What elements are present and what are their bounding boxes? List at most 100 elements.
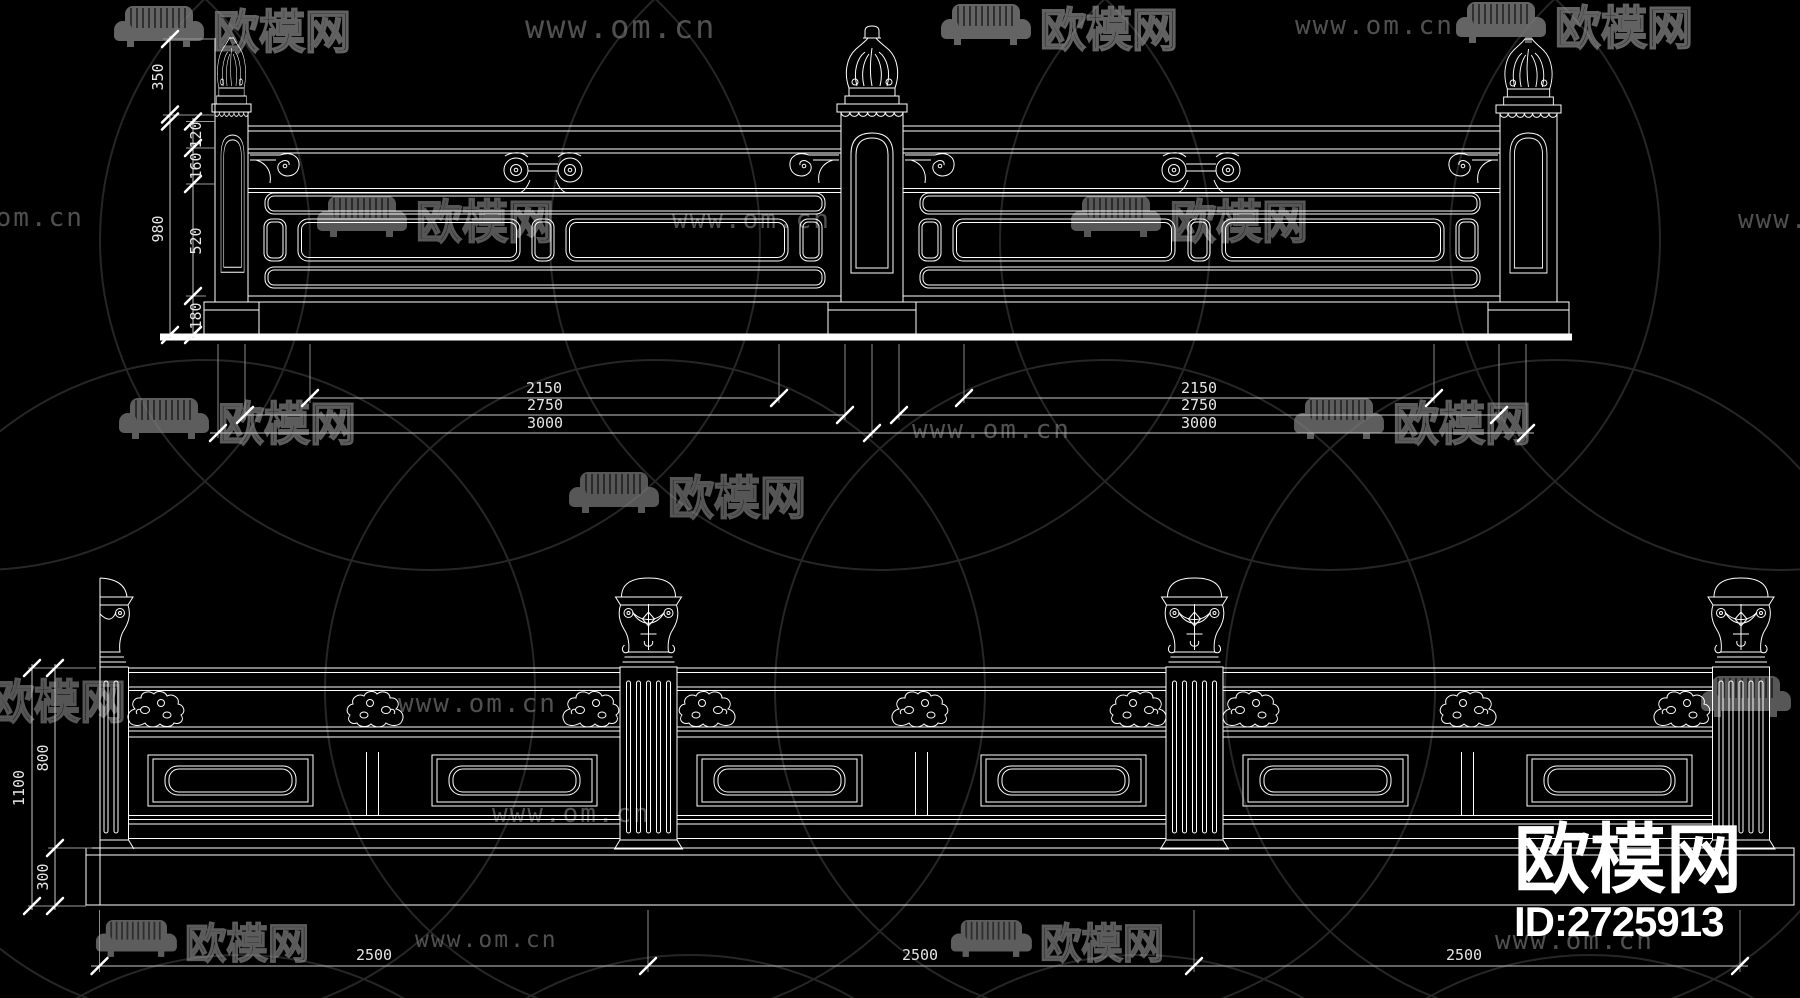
dim-bayB-2750: 2750	[1181, 396, 1217, 414]
openwork-cluster	[1439, 691, 1497, 728]
svg-text:欧模网: 欧模网	[1040, 921, 1164, 967]
brand-watermark: 欧模网	[950, 919, 1165, 968]
url-watermark: www.om.cn	[912, 415, 1071, 445]
url-watermark: www.om.cn	[672, 205, 831, 235]
rail-slat	[264, 266, 826, 289]
scroll-bracket	[249, 153, 300, 184]
dim-bay2-2500: 2500	[902, 946, 938, 964]
dim-120: 120	[187, 121, 205, 148]
bay-rails	[128, 667, 1712, 839]
dim-bay3-2500: 2500	[1446, 946, 1482, 964]
url-watermark: www.om.cn	[398, 689, 557, 719]
panel-dividers	[366, 752, 1474, 815]
dim-180: 180	[187, 302, 205, 329]
ground-line	[160, 333, 1572, 341]
platform-base	[85, 847, 1795, 906]
small-panel	[1455, 218, 1479, 262]
brand-watermark: 欧模网	[118, 397, 357, 451]
dim-bayA-2750: 2750	[527, 396, 563, 414]
dim-160: 160	[187, 152, 205, 179]
carved-panel	[980, 754, 1147, 807]
carved-panel	[1526, 754, 1693, 807]
dim-520: 520	[187, 227, 205, 254]
arched-panel	[850, 132, 894, 274]
carved-panel	[1242, 754, 1409, 807]
svg-text:欧模网: 欧模网	[668, 472, 806, 524]
small-panel	[918, 218, 942, 262]
svg-text:欧模网: 欧模网	[1393, 398, 1531, 450]
carved-panel	[696, 754, 863, 807]
top-view-dimensions: 350 980 120 160 520 180 2150 2750 3000 2…	[149, 29, 1536, 443]
dim-bayA-3000: 3000	[527, 414, 563, 432]
dim-980: 980	[149, 215, 167, 242]
url-watermark: www.om.cn	[1738, 205, 1800, 235]
brand-watermark-text: 欧模网	[213, 6, 351, 58]
dim-1100: 1100	[10, 770, 28, 806]
dim-bay1-2500: 2500	[356, 946, 392, 964]
openwork-cluster	[127, 691, 185, 728]
brand-watermark: 欧模网	[1455, 1, 1694, 55]
bottom-elevation-drawing	[85, 577, 1795, 906]
sofa-icon	[316, 195, 408, 238]
rail-slat	[919, 266, 1481, 289]
sofa-icon	[1070, 195, 1162, 238]
dim-350: 350	[149, 63, 167, 90]
sofa-icon	[118, 397, 210, 440]
ornate-post	[1160, 577, 1229, 850]
sofa-icon	[1455, 1, 1547, 44]
openwork-cluster	[1653, 691, 1711, 728]
scroll-bracket	[789, 153, 840, 184]
top-elevation-drawing	[160, 25, 1572, 341]
openwork-cluster	[346, 691, 404, 728]
scroll-pair-cluster	[1161, 152, 1241, 194]
dim-bayB-3000: 3000	[1181, 414, 1217, 432]
brand-watermark: 欧模网	[113, 5, 352, 59]
brand-watermark: 欧模网	[1700, 675, 1800, 729]
svg-text:欧模网: 欧模网	[218, 398, 356, 450]
model-id: ID:2725913	[1514, 898, 1724, 945]
carved-panel	[147, 754, 314, 807]
left-end-post	[203, 38, 260, 335]
post-finial	[840, 37, 904, 117]
left-end-post	[99, 577, 135, 905]
sofa-icon	[568, 471, 660, 514]
scroll-pair-cluster	[503, 152, 583, 194]
openwork-cluster	[678, 691, 736, 728]
url-watermark: www.om.cn	[1495, 926, 1654, 956]
scroll-bracket	[904, 153, 955, 184]
dim-bayA-2150: 2150	[526, 379, 562, 397]
openwork-cluster	[1222, 691, 1280, 728]
site-name: 欧模网	[1514, 818, 1742, 903]
url-watermark: www.om.cn	[525, 8, 716, 46]
url-watermark: www.om.cn	[415, 927, 558, 953]
sofa-icon	[113, 5, 205, 48]
dim-300: 300	[34, 863, 52, 890]
sofa-icon	[95, 919, 178, 958]
svg-text:欧模网: 欧模网	[0, 676, 126, 728]
svg-text:欧模网: 欧模网	[185, 921, 309, 967]
url-watermark: www.om.cn	[0, 203, 84, 233]
brand-watermark: 欧模网	[1293, 397, 1532, 451]
openwork-cluster	[1109, 691, 1167, 728]
bottom-view-dimensions: 1100 800 300 2500 2500 2500	[10, 658, 1750, 976]
sofa-icon	[950, 919, 1033, 958]
brand-watermark: 欧模网	[568, 471, 807, 525]
brand-watermark: 欧模网	[95, 919, 310, 968]
dim-bayB-2150: 2150	[1181, 379, 1217, 397]
dim-800: 800	[34, 744, 52, 771]
url-watermark: www.om.cn	[1295, 11, 1454, 41]
sofa-icon	[1700, 675, 1792, 718]
arched-panel	[1509, 132, 1548, 274]
small-panel	[263, 218, 287, 262]
arched-panel	[220, 134, 245, 273]
brand-watermark: 欧模网	[940, 3, 1179, 57]
brand-watermark: 欧模网	[0, 675, 127, 729]
sofa-icon	[940, 3, 1032, 46]
svg-text:欧模网: 欧模网	[1040, 4, 1178, 56]
openwork-cluster	[891, 691, 949, 728]
openwork-cluster	[562, 691, 620, 728]
right-post	[1487, 104, 1570, 335]
svg-text:欧模网: 欧模网	[1555, 2, 1693, 54]
